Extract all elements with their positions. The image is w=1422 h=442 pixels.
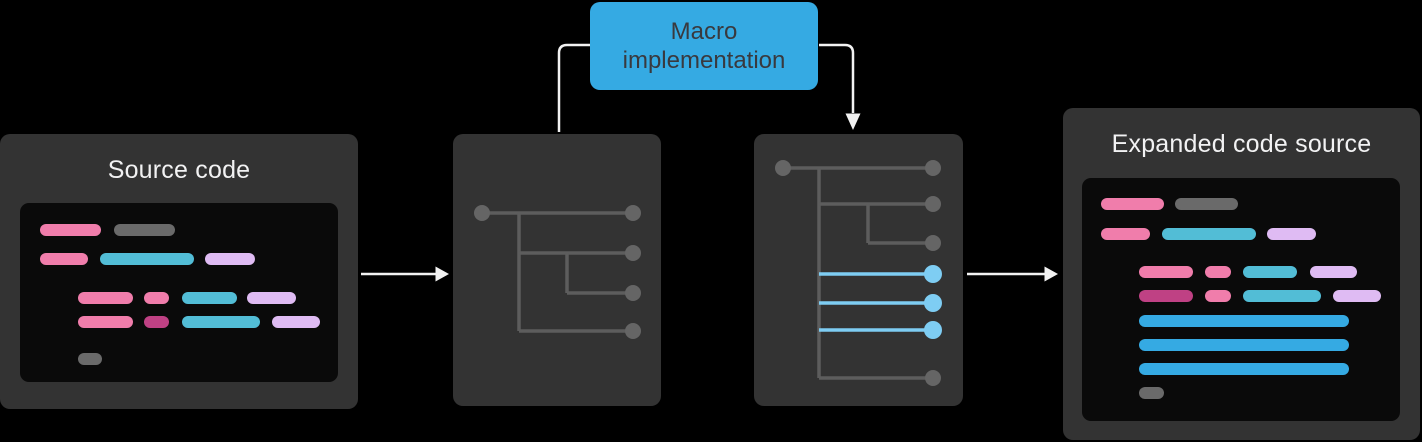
- ast-node-expanded: [924, 265, 942, 283]
- code-token-bar: [205, 253, 255, 265]
- code-token-bar: [1175, 198, 1238, 210]
- macro-implementation-label: Macro implementation: [622, 18, 786, 74]
- source-code-panel: Source code: [0, 134, 358, 409]
- code-token-bar: [1139, 290, 1193, 302]
- code-token-bar: [144, 316, 169, 328]
- code-token-bar: [1139, 387, 1164, 399]
- expanded-ast-to-code-arrow-head: [1044, 266, 1058, 282]
- expanded-code-title: Expanded code source: [1111, 130, 1372, 158]
- macro-to-expanded-ast-arrow-head: [845, 113, 861, 130]
- ast-node: [474, 205, 490, 221]
- macro-to-expanded-ast-arrow: [819, 43, 855, 113]
- code-token-bar: [144, 292, 169, 304]
- code-token-bar: [78, 353, 102, 365]
- ast-node-expanded: [924, 294, 942, 312]
- expanded-code-editor: [1082, 178, 1400, 421]
- ast-panel: [453, 134, 661, 406]
- code-token-bar: [1243, 266, 1297, 278]
- code-token-bar: [78, 316, 133, 328]
- code-token-bar: [182, 316, 260, 328]
- code-token-bar: [1139, 363, 1349, 375]
- expanded-ast-tree-graphic: [775, 160, 942, 386]
- code-token-bar: [40, 253, 88, 265]
- source-code-title: Source code: [107, 156, 251, 184]
- code-token-bar: [1139, 339, 1349, 351]
- ast-to-macro-connector: [557, 43, 590, 132]
- code-token-bar: [100, 253, 194, 265]
- ast-node: [925, 160, 941, 176]
- ast-node: [925, 196, 941, 212]
- code-token-bar: [1205, 266, 1231, 278]
- code-token-bar: [78, 292, 133, 304]
- code-token-bar: [1205, 290, 1231, 302]
- ast-node: [625, 205, 641, 221]
- code-token-bar: [1139, 315, 1349, 327]
- source-code-editor: [20, 203, 338, 382]
- macro-implementation-box: Macro implementation: [590, 2, 818, 90]
- expanded-ast-panel: [754, 134, 963, 406]
- code-token-bar: [1243, 290, 1321, 302]
- code-token-bar: [114, 224, 175, 236]
- code-token-bar: [1162, 228, 1256, 240]
- expanded-code-panel: Expanded code source: [1063, 108, 1420, 440]
- code-token-bar: [182, 292, 237, 304]
- ast-node: [625, 245, 641, 261]
- code-token-bar: [247, 292, 296, 304]
- code-token-bar: [1333, 290, 1381, 302]
- ast-node: [925, 370, 941, 386]
- code-token-bar: [1101, 228, 1150, 240]
- ast-node: [925, 235, 941, 251]
- source-to-ast-arrow-head: [435, 266, 449, 282]
- ast-node: [625, 285, 641, 301]
- code-token-bar: [1267, 228, 1316, 240]
- ast-node: [625, 323, 641, 339]
- ast-node-expanded: [924, 321, 942, 339]
- code-token-bar: [1310, 266, 1357, 278]
- code-token-bar: [40, 224, 101, 236]
- code-token-bar: [1139, 266, 1193, 278]
- ast-tree-graphic: [474, 205, 641, 339]
- code-token-bar: [1101, 198, 1164, 210]
- code-token-bar: [272, 316, 320, 328]
- ast-node: [775, 160, 791, 176]
